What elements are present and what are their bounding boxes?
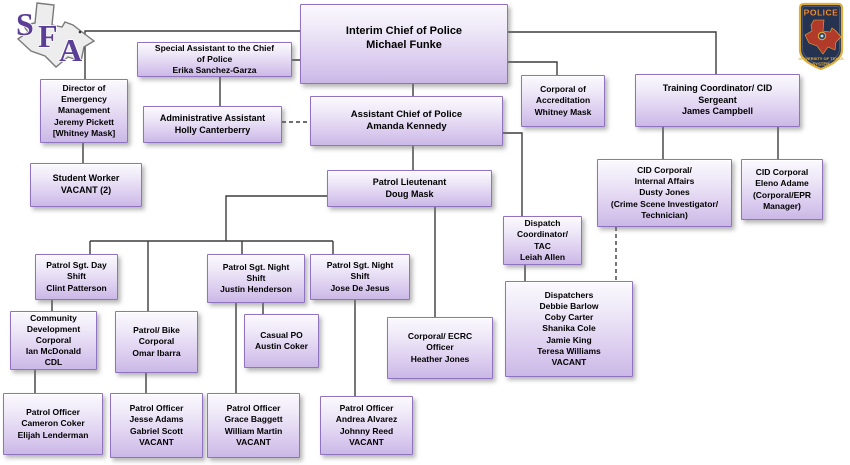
node-label: Casual PO Austin Coker <box>255 329 308 351</box>
org-node-student-worker: Student Worker VACANT (2) <box>30 163 142 207</box>
org-node-community-development-corporal: Community Development Corporal Ian McDon… <box>10 311 97 370</box>
sfa-letter-s: S <box>16 6 34 42</box>
org-node-casual-po: Casual PO Austin Coker <box>244 314 319 368</box>
sfa-letter-f: F <box>38 18 58 54</box>
node-label: Patrol Officer Cameron Coker Elijah Lend… <box>17 407 89 440</box>
org-node-training-coordinator-cid-sergeant: Training Coordinator/ CID Sergeant James… <box>635 74 800 127</box>
node-label: Director of Emergency Management Jeremy … <box>52 83 116 138</box>
node-label: Corporal/ ECRC Officer Heather Jones <box>407 331 473 364</box>
node-label: Assistant Chief of Police Amanda Kennedy <box>350 108 463 132</box>
org-node-patrol-bike-corporal: Patrol/ Bike Corporal Omar Ibarra <box>115 311 198 373</box>
org-node-director-emergency-management: Director of Emergency Management Jeremy … <box>40 79 128 143</box>
badge-seal-center <box>820 34 824 38</box>
org-node-cid-corporal-internal-affairs: CID Corporal/ Internal Affairs Dusty Jon… <box>597 159 732 227</box>
org-node-patrol-officers-day: Patrol Officer Cameron Coker Elijah Lend… <box>3 393 103 455</box>
org-node-interim-chief-of-police: Interim Chief of Police Michael Funke <box>300 4 508 84</box>
node-label: Patrol Officer Andrea Alvarez Johnny Ree… <box>335 403 398 447</box>
dashed-connectors <box>282 121 617 281</box>
node-label: CID Corporal Eleno Adame (Corporal/EPR M… <box>752 167 812 211</box>
org-node-patrol-officers-bike: Patrol Officer Jesse Adams Gabriel Scott… <box>110 393 203 458</box>
badge-university-text: UNIVERSITY OF TEXAS <box>798 56 843 61</box>
node-label: Patrol Lieutenant Doug Mask <box>372 176 447 199</box>
org-node-dispatch-coordinator-tac: Dispatch Coordinator/ TAC Leiah Allen <box>503 216 582 265</box>
org-node-administrative-assistant: Administrative Assistant Holly Canterber… <box>143 106 282 143</box>
node-label: Corporal of Accreditation Whitney Mask <box>534 84 592 117</box>
org-node-corporal-accreditation: Corporal of Accreditation Whitney Mask <box>521 75 605 127</box>
org-node-assistant-chief: Assistant Chief of Police Amanda Kennedy <box>310 96 503 146</box>
node-label: Patrol Sgt. Day Shift Clint Patterson <box>46 260 107 293</box>
node-label: CID Corporal/ Internal Affairs Dusty Jon… <box>610 165 719 220</box>
org-node-patrol-officers-night-dejesus: Patrol Officer Andrea Alvarez Johnny Ree… <box>320 396 413 455</box>
ut-police-badge: POLICE UNIVERSITY OF TEXAS SYSTEM <box>798 2 844 71</box>
org-node-patrol-sgt-night-shift-dejesus: Patrol Sgt. Night Shift Jose De Jesus <box>310 254 410 300</box>
node-label: Training Coordinator/ CID Sergeant James… <box>662 82 773 117</box>
badge-police-text: POLICE <box>804 8 839 18</box>
node-label: Community Development Corporal Ian McDon… <box>25 312 82 368</box>
node-label: Interim Chief of Police Michael Funke <box>345 24 463 51</box>
org-node-patrol-sgt-night-shift-henderson: Patrol Sgt. Night Shift Justin Henderson <box>207 254 305 303</box>
org-node-corporal-ecrc-officer: Corporal/ ECRC Officer Heather Jones <box>387 317 493 379</box>
org-node-patrol-sgt-day-shift: Patrol Sgt. Day Shift Clint Patterson <box>35 254 118 300</box>
node-label: Dispatch Coordinator/ TAC Leiah Allen <box>517 218 568 262</box>
org-node-patrol-officers-night-henderson: Patrol Officer Grace Baggett William Mar… <box>207 393 300 458</box>
node-label: Patrol Officer Grace Baggett William Mar… <box>224 403 283 447</box>
org-node-dispatchers: Dispatchers Debbie Barlow Coby Carter Sh… <box>505 281 633 377</box>
solid-connectors <box>34 30 779 396</box>
badge-inner-line <box>802 6 840 67</box>
logo-dot <box>78 30 82 34</box>
badge-system-text: SYSTEM <box>812 62 830 67</box>
node-label: Patrol Sgt. Night Shift Jose De Jesus <box>326 260 394 293</box>
node-label: Patrol Officer Jesse Adams Gabriel Scott… <box>129 403 184 447</box>
org-node-patrol-lieutenant: Patrol Lieutenant Doug Mask <box>327 170 492 207</box>
org-node-special-assistant: Special Assistant to the Chief of Police… <box>137 42 292 77</box>
node-label: Student Worker VACANT (2) <box>52 173 120 195</box>
texas-outline <box>16 2 96 68</box>
sfa-letter-a: A <box>59 32 82 68</box>
node-label: Administrative Assistant Holly Canterber… <box>159 112 266 135</box>
org-node-cid-corporal-epr-manager: CID Corporal Eleno Adame (Corporal/EPR M… <box>741 159 823 220</box>
node-label: Special Assistant to the Chief of Police… <box>154 42 275 76</box>
node-label: Patrol/ Bike Corporal Omar Ibarra <box>132 325 181 358</box>
node-label: Dispatchers Debbie Barlow Coby Carter Sh… <box>537 290 601 367</box>
node-label: Patrol Sgt. Night Shift Justin Henderson <box>220 261 292 295</box>
sfa-logo: S F A <box>15 2 96 69</box>
